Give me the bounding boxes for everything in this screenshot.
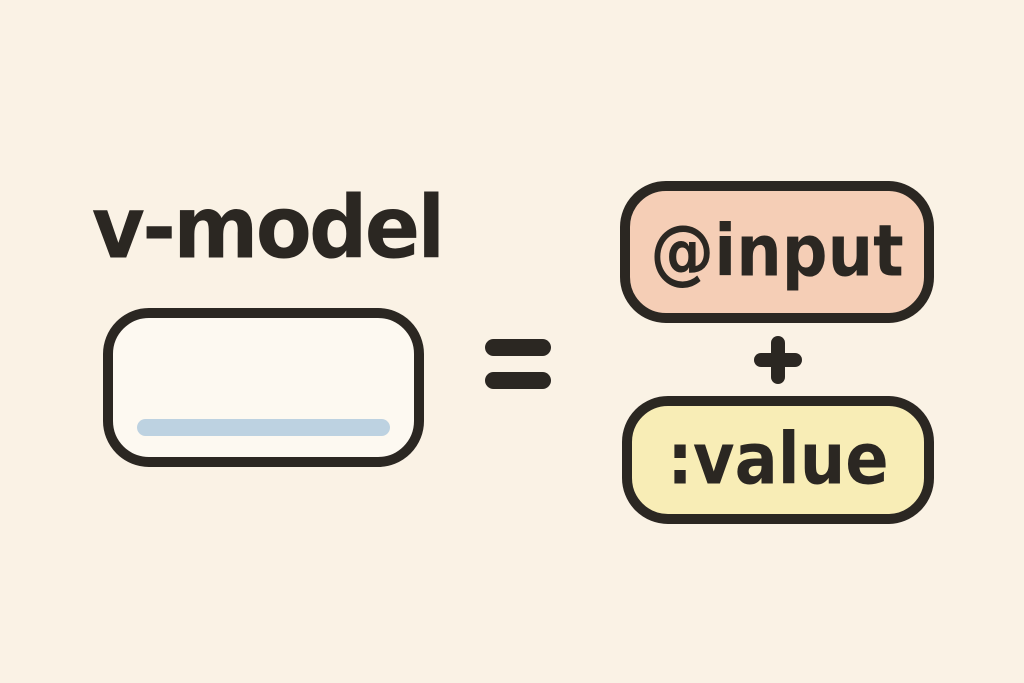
value-binding-label: :value bbox=[667, 418, 889, 502]
input-underline bbox=[137, 419, 390, 436]
equals-top-bar bbox=[485, 339, 551, 356]
input-event-label: @input bbox=[650, 210, 904, 294]
vmodel-title: v-model bbox=[91, 178, 446, 279]
equals-bottom-bar bbox=[485, 372, 551, 389]
plus-vertical-bar bbox=[771, 336, 785, 384]
plus-icon bbox=[754, 336, 802, 384]
input-event-box: @input bbox=[620, 181, 934, 323]
value-binding-box: :value bbox=[622, 396, 934, 524]
equals-icon bbox=[485, 339, 551, 389]
text-input-illustration bbox=[103, 308, 424, 467]
